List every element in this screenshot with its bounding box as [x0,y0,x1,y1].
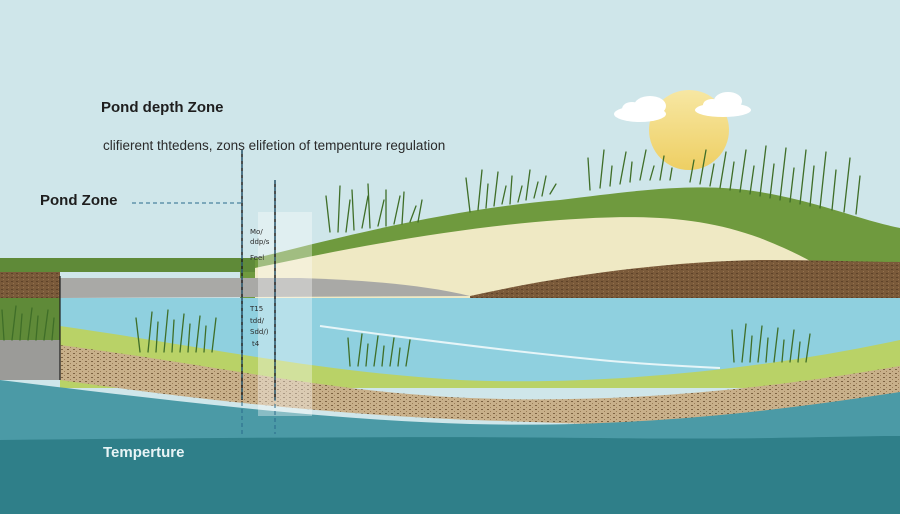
gauge-mark: t4 [252,340,260,348]
gauge-mark: Feel [250,254,265,262]
gauge-mark: Sdd/) [250,328,269,336]
gauge-mark: T15 [250,305,264,313]
diagram-subtitle: clifierent thtedens, zons elifetion of t… [103,138,446,153]
gauge-mark: ddp/s [250,238,270,246]
reeds [1,145,861,367]
left-grass-strip [0,258,255,272]
diagram-title: Pond depth Zone [101,99,224,116]
sediment-layer [60,345,900,427]
gauge-mark: Mo/ [250,228,263,236]
soil-layer [470,260,900,300]
submerged-shelf [60,326,900,388]
temperature-label: Temperture [103,444,185,461]
left-soil-strip [0,272,60,298]
cloud [614,92,751,122]
gravel-strip [60,278,470,298]
depth-gauge-panel [258,212,312,416]
gauge-mark: tdd/ [250,317,264,325]
pond-zone-label: Pond Zone [40,192,118,209]
